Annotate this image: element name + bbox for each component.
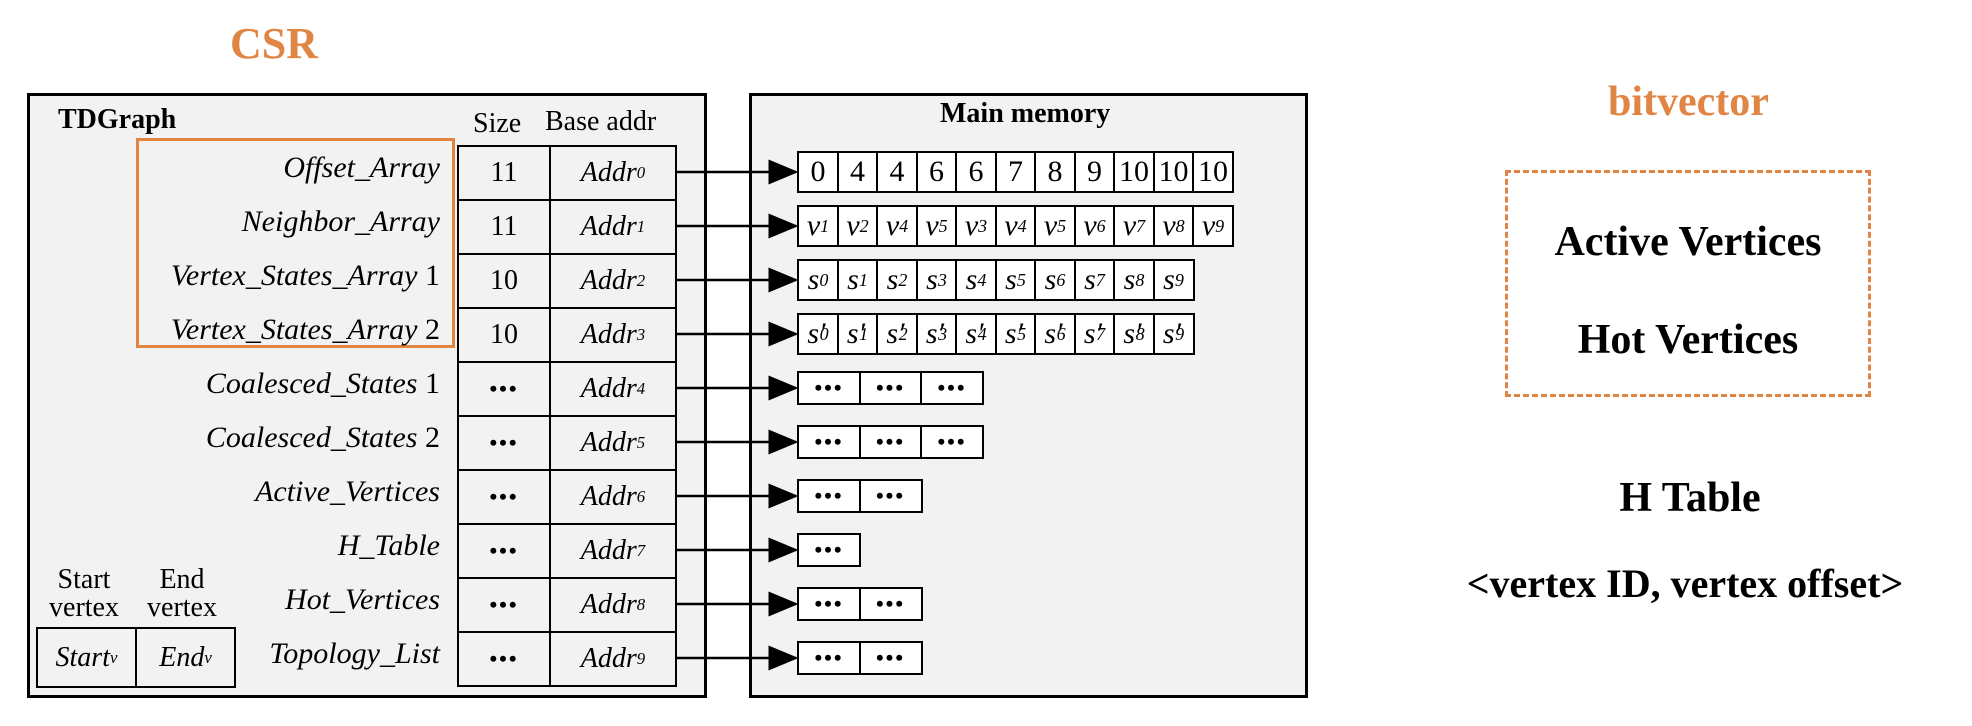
tdgraph-title: TDGraph xyxy=(58,104,177,135)
size-header: Size xyxy=(473,108,522,139)
memory-array-row: •••••• xyxy=(797,587,923,621)
csr-label: CSR xyxy=(230,19,319,68)
state-prime-cell: s′9 xyxy=(1152,313,1195,355)
row-label: Coalesced_States 2 xyxy=(205,421,440,454)
ellipsis-cell: ••• xyxy=(858,641,923,675)
main-memory-title: Main memory xyxy=(940,98,1111,129)
offset-cell: 4 xyxy=(876,151,918,193)
row-label: Coalesced_States 1 xyxy=(205,367,440,400)
ellipsis-cell: ••• xyxy=(858,587,923,621)
state-prime-cell: s′7 xyxy=(1073,313,1116,355)
memory-array-row: ••••••••• xyxy=(797,425,984,459)
base-addr-header: Base addr xyxy=(545,106,657,137)
bitvector-active-vertices: Active Vertices xyxy=(1554,219,1822,265)
offset-cell: 10 xyxy=(1192,151,1234,193)
size-cell: ••• xyxy=(457,631,551,687)
row-label: Vertex_States_Array 2 xyxy=(170,313,440,346)
ellipsis-cell: ••• xyxy=(858,479,923,513)
ellipsis-cell: ••• xyxy=(797,641,861,675)
offset-cell: 9 xyxy=(1073,151,1116,193)
row-label: Offset_Array xyxy=(283,151,440,184)
offset-cell: 8 xyxy=(1034,151,1076,193)
row-label: Active_Vertices xyxy=(255,475,440,508)
ellipsis-cell: ••• xyxy=(920,425,984,459)
bitvector-box xyxy=(1505,170,1871,397)
row-label: H_Table xyxy=(337,529,440,562)
size-cell: ••• xyxy=(457,577,551,633)
state-prime-cell: s′4 xyxy=(955,313,997,355)
row-label: Vertex_States_Array 1 xyxy=(170,259,440,292)
csr-highlight-box xyxy=(136,138,455,348)
size-cell: 11 xyxy=(457,199,551,255)
ellipsis-cell: ••• xyxy=(920,371,984,405)
state-prime-cell: s′6 xyxy=(1034,313,1076,355)
ellipsis-cell: ••• xyxy=(797,533,861,567)
state-prime-cell: s′3 xyxy=(915,313,958,355)
memory-array-row: ••• xyxy=(797,533,861,567)
offset-cell: 4 xyxy=(836,151,879,193)
bitvector-hot-vertices: Hot Vertices xyxy=(1577,317,1799,363)
size-cell: ••• xyxy=(457,469,551,525)
size-cell: ••• xyxy=(457,523,551,579)
memory-array-row: •••••• xyxy=(797,641,923,675)
htable-desc: <vertex ID, vertex offset> xyxy=(1466,561,1904,606)
htable-title: H Table xyxy=(1619,475,1761,521)
memory-array-row: ••••••••• xyxy=(797,371,984,405)
state-prime-cell: s′1 xyxy=(836,313,879,355)
size-cell: 10 xyxy=(457,307,551,363)
row-label: Hot_Vertices xyxy=(285,583,440,616)
memory-array-row: •••••• xyxy=(797,479,923,513)
size-cell: 10 xyxy=(457,253,551,309)
state-prime-cell: s′5 xyxy=(994,313,1037,355)
row-label: Topology_List xyxy=(269,637,440,670)
ellipsis-cell: ••• xyxy=(797,425,861,459)
row-label: Neighbor_Array xyxy=(241,205,440,238)
ellipsis-cell: ••• xyxy=(797,587,861,621)
size-cell: ••• xyxy=(457,415,551,471)
size-cell: ••• xyxy=(457,361,551,417)
bitvector-label: bitvector xyxy=(1608,79,1769,125)
ellipsis-cell: ••• xyxy=(858,371,923,405)
